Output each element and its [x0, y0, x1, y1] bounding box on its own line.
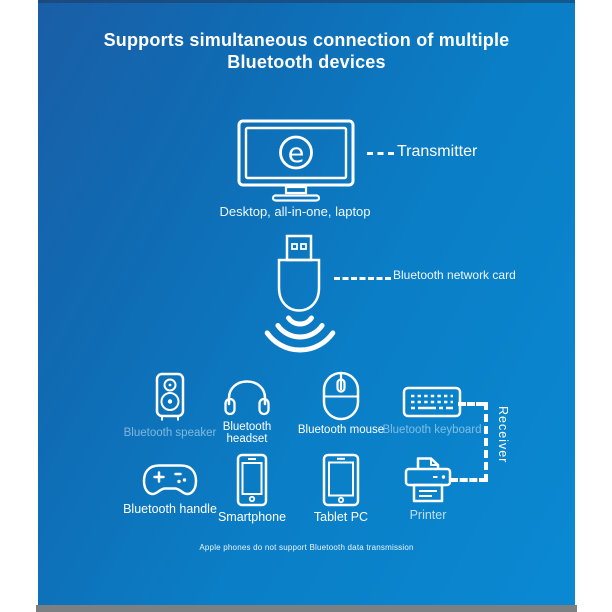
gamepad-icon — [142, 464, 198, 496]
device-label: Printer — [409, 508, 447, 522]
tablet-icon — [322, 453, 360, 507]
blue-panel: Supports simultaneous connection of mult… — [38, 0, 575, 605]
receiver-bracket-bottom-dashes — [450, 478, 487, 482]
receiver-bracket-top-dashes — [458, 402, 484, 406]
transmitter-connector-dashes — [367, 152, 394, 155]
transmitter-label: Transmitter — [397, 143, 478, 160]
device-label: Smartphone — [217, 510, 287, 524]
mouse-icon — [322, 371, 360, 421]
title-line2: Bluetooth devices — [227, 52, 386, 72]
brand-logo-letter: e — [288, 138, 305, 169]
receiver-bracket-vertical-dashes — [484, 402, 488, 482]
usb-dongle-icon — [277, 234, 321, 312]
bottom-shadow-strip — [36, 605, 577, 612]
device-keyboard: Bluetooth keyboard — [372, 386, 492, 436]
speaker-icon — [155, 372, 185, 421]
wifi-waves-icon — [264, 315, 336, 353]
device-speaker: Bluetooth speaker — [110, 372, 230, 439]
device-printer: Printer — [368, 455, 488, 522]
device-mouse: Bluetooth mouse — [281, 371, 401, 436]
device-tablet: Tablet PC — [281, 453, 401, 524]
smartphone-icon — [236, 453, 268, 507]
device-gamepad: Bluetooth handle — [110, 459, 230, 516]
title-line1: Supports simultaneous connection of mult… — [103, 30, 510, 50]
page-title: Supports simultaneous connection of mult… — [48, 29, 565, 73]
device-label: Bluetooth handle — [123, 502, 217, 516]
device-label: Bluetooth keyboard — [382, 424, 482, 436]
receiver-label: Receiver — [496, 406, 510, 464]
dongle-label: Bluetooth network card — [393, 268, 516, 282]
printer-icon — [404, 457, 452, 503]
device-label: Bluetooth speaker — [123, 427, 217, 439]
keyboard-icon — [402, 386, 462, 418]
monitor-caption: Desktop, all-in-one, laptop — [219, 204, 371, 219]
monitor-icon: e — [237, 119, 355, 202]
device-headset: Bluetooth headset — [187, 378, 307, 445]
device-label: Bluetooth headset — [222, 421, 272, 445]
headset-icon — [224, 380, 270, 416]
device-smartphone: Smartphone — [192, 453, 312, 524]
device-label: Tablet PC — [313, 510, 369, 524]
footnote: Apple phones do not support Bluetooth da… — [199, 543, 414, 552]
device-label: Bluetooth mouse — [297, 424, 385, 436]
dongle-connector-dashes — [334, 277, 391, 280]
